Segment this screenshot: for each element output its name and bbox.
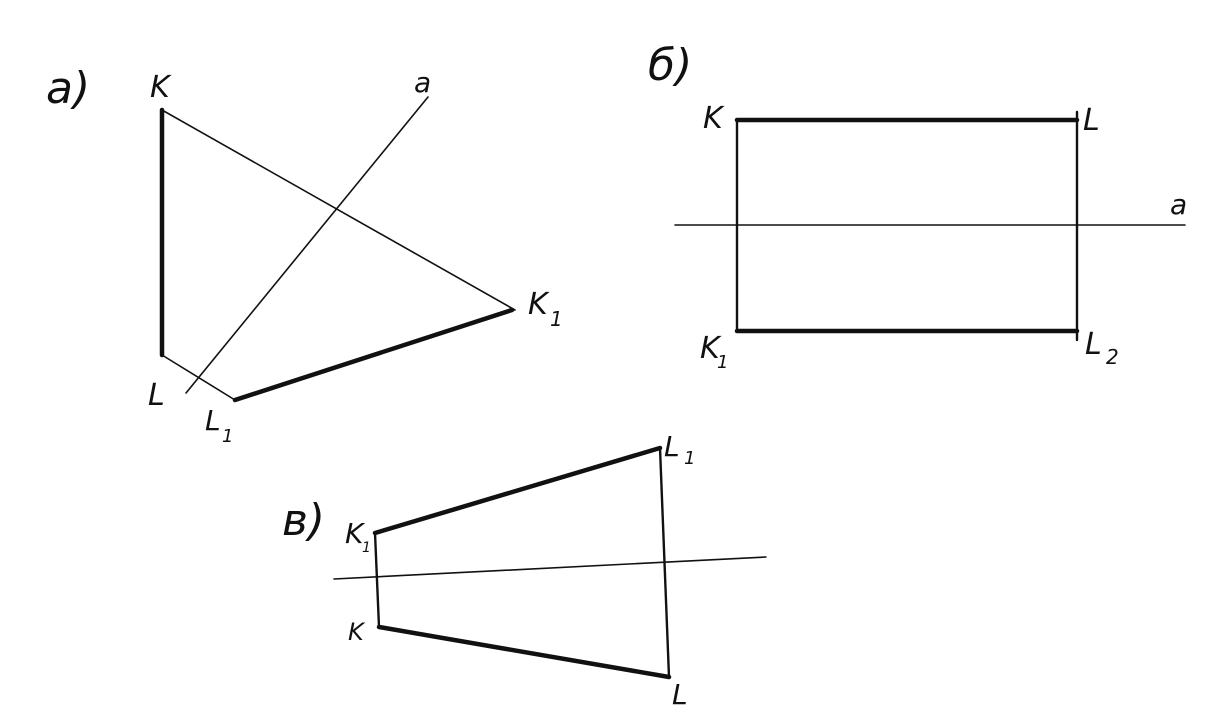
label-L: L xyxy=(148,378,165,413)
figure-b: б) K L K 1 L 2 a xyxy=(648,40,1187,373)
label-K1-sub: 1 xyxy=(717,352,728,373)
label-L1: L xyxy=(664,430,680,463)
segment-KK1 xyxy=(161,109,516,311)
figure-a: а) K L L 1 K 1 a xyxy=(46,63,563,447)
label-K: K xyxy=(348,618,366,646)
label-L: L xyxy=(672,678,688,711)
label-K: K xyxy=(703,101,725,136)
label-axis-a: a xyxy=(1170,188,1187,221)
label-L1: L xyxy=(205,404,221,437)
label-L1-sub: 1 xyxy=(684,448,695,469)
figure-a-tag: а) xyxy=(46,63,90,114)
axis-a xyxy=(185,96,429,394)
segment-L1K1 xyxy=(232,307,515,403)
segment-K1K xyxy=(373,531,381,629)
label-K1-sub: 1 xyxy=(362,540,371,556)
label-K1: K xyxy=(700,331,722,366)
label-K: K xyxy=(150,70,172,105)
label-K1: K xyxy=(528,287,550,322)
label-K1: K xyxy=(345,517,366,550)
segment-KL xyxy=(376,624,672,680)
label-L1-sub: 1 xyxy=(222,426,233,447)
label-K1-sub: 1 xyxy=(550,307,563,331)
figure-v-tag: в) xyxy=(282,495,325,546)
axis-line xyxy=(333,556,767,580)
label-L2-sub: 2 xyxy=(1106,345,1119,369)
label-L: L xyxy=(1083,103,1100,138)
figure-v: в) K 1 L 1 K L xyxy=(282,430,767,711)
label-L2: L xyxy=(1085,327,1102,362)
segment-K1L1 xyxy=(372,445,663,536)
figure-b-tag: б) xyxy=(648,40,692,91)
label-axis-a: a xyxy=(414,66,431,99)
